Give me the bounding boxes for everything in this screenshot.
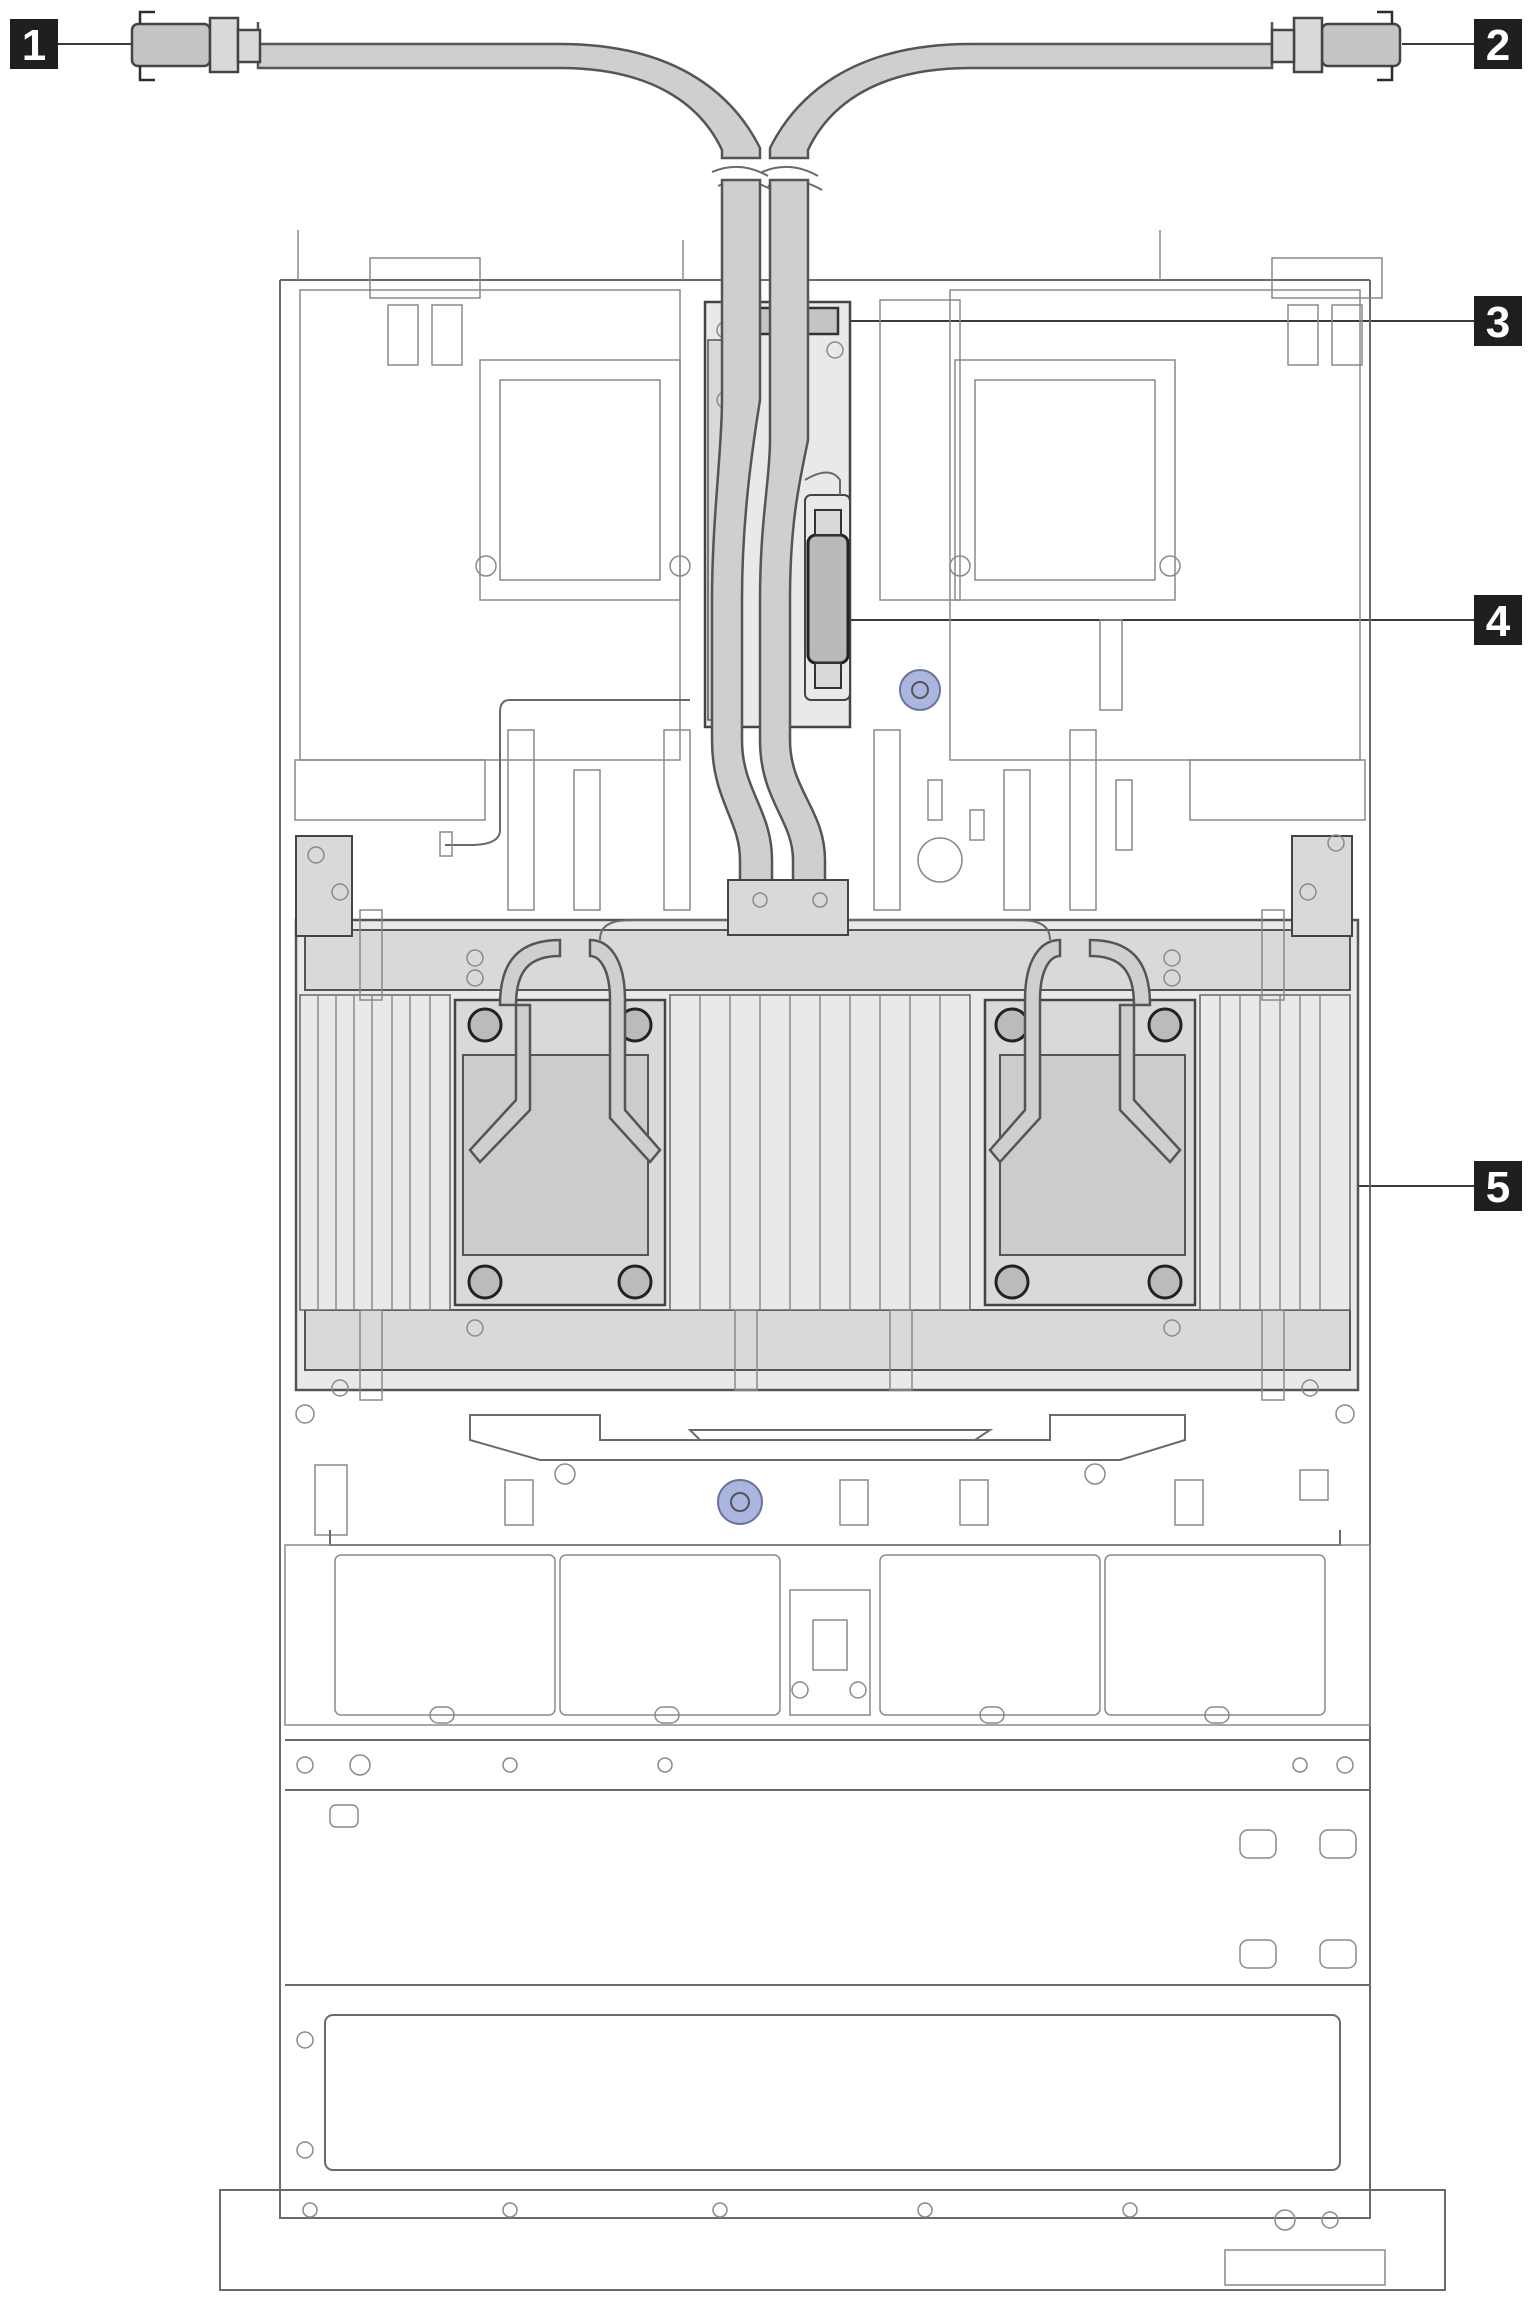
- dimm-bank-center: [669, 994, 971, 1311]
- dimm-bank-left: [299, 994, 451, 1311]
- server-chassis: [279, 230, 1371, 2219]
- callout-4: 4: [830, 595, 1522, 646]
- riser-cage-right: [949, 257, 1383, 761]
- hose-right: [768, 22, 1274, 160]
- callout-3-label: 3: [1486, 298, 1510, 347]
- fan-connectors: [314, 1464, 1341, 1546]
- psu-bay-right: [1189, 759, 1366, 821]
- callout-2-label: 2: [1486, 21, 1510, 70]
- callout-3: 3: [815, 296, 1522, 347]
- callout-5-label: 5: [1486, 1163, 1510, 1212]
- fan-cage: [284, 1544, 1371, 1726]
- air-baffle-bracket: [469, 1414, 1186, 1485]
- leak-sensor-module: [804, 471, 851, 701]
- hose-connector-left: [130, 10, 262, 82]
- dimm-bank-right: [1199, 994, 1351, 1311]
- callout-1-label: 1: [22, 21, 46, 70]
- callout-4-label: 4: [1486, 597, 1511, 646]
- callout-2: 2: [1402, 19, 1522, 70]
- callout-1: 1: [10, 19, 132, 70]
- cold-plate-left: [453, 938, 667, 1307]
- hose-left: [256, 22, 762, 160]
- thumbscrew-upper: [899, 669, 941, 711]
- hose-connector-right: [1270, 10, 1402, 82]
- cold-plate-right: [983, 938, 1197, 1307]
- processor-cold-plate-assembly: [294, 834, 1360, 1424]
- cmos-battery: [917, 837, 963, 883]
- front-drive-bay: [219, 1739, 1446, 2291]
- psu-bay-left: [294, 759, 486, 821]
- riser-cage-left: [299, 257, 691, 761]
- pcie-slots: [507, 299, 1133, 911]
- sensor-cable: [445, 699, 690, 846]
- thumbscrew-lower: [717, 1479, 763, 1525]
